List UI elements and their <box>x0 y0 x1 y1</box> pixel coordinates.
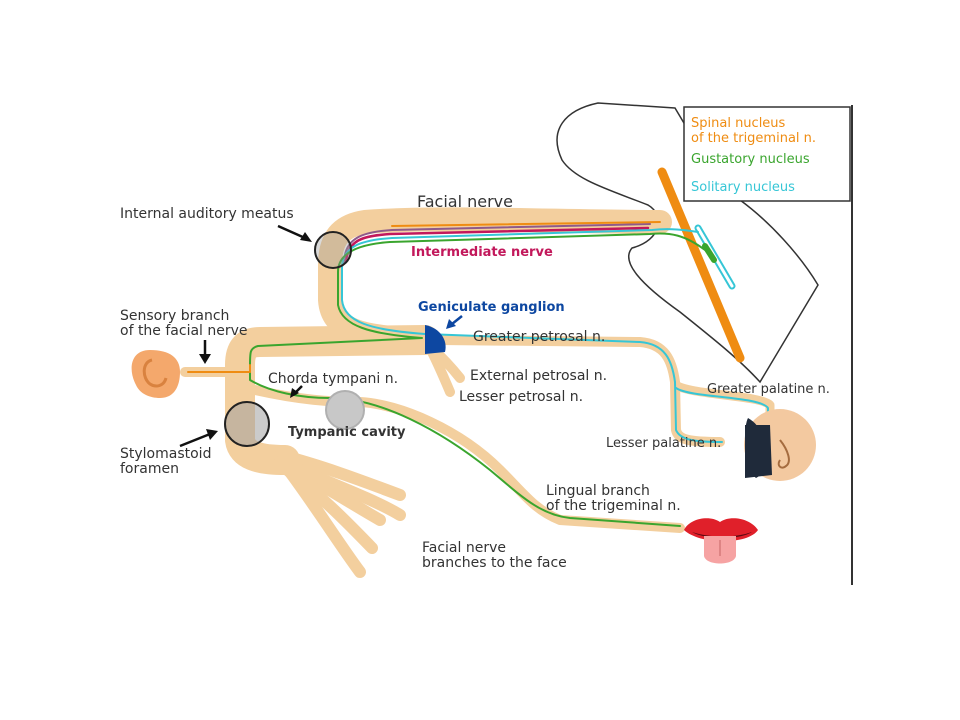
facial-branches <box>274 449 406 578</box>
nose-icon <box>744 409 816 481</box>
tympanic-cavity-circle <box>325 390 365 430</box>
label-internal-auditory-meatus: Internal auditory meatus <box>120 206 294 222</box>
stylomastoid-foramen-circle <box>224 401 270 447</box>
label-chorda-tympani: Chorda tympani n. <box>268 371 398 387</box>
label-sensory-branch-1: Sensory branch <box>120 308 229 324</box>
label-face-branches-2: branches to the face <box>422 555 567 571</box>
legend-spinal-line1: Spinal nucleus <box>691 116 786 131</box>
label-stylomastoid-2: foramen <box>120 461 179 477</box>
label-lingual-2: of the trigeminal n. <box>546 498 681 514</box>
arrows <box>179 224 463 448</box>
legend: Spinal nucleus of the trigeminal n. Gust… <box>683 106 851 202</box>
legend-solitary: Solitary nucleus <box>691 180 795 195</box>
label-external-petrosal: External petrosal n. <box>470 368 607 384</box>
internal-auditory-meatus-circle <box>314 231 352 269</box>
label-greater-petrosal: Greater petrosal n. <box>473 329 605 345</box>
label-facial-nerve: Facial nerve <box>417 192 513 211</box>
label-stylomastoid-1: Stylomastoid <box>120 446 211 462</box>
label-sensory-branch-2: of the facial nerve <box>120 323 248 339</box>
label-face-branches-1: Facial nerve <box>422 540 506 556</box>
trigeminal-spinal-nucleus <box>657 167 745 363</box>
ear-icon <box>131 350 180 398</box>
facial-nerve-trunk <box>225 207 672 475</box>
legend-gustatory: Gustatory nucleus <box>691 152 810 167</box>
label-lesser-petrosal: Lesser petrosal n. <box>459 389 583 405</box>
fiber-lines <box>187 221 769 527</box>
geniculate-ganglion <box>425 325 446 354</box>
label-lingual-1: Lingual branch <box>546 483 650 499</box>
label-greater-palatine: Greater palatine n. <box>707 382 830 397</box>
label-tympanic-cavity: Tympanic cavity <box>288 425 406 440</box>
label-lesser-palatine: Lesser palatine n. <box>606 436 721 451</box>
legend-spinal-line2: of the trigeminal n. <box>691 131 816 146</box>
label-geniculate-ganglion: Geniculate ganglion <box>418 300 565 315</box>
mouth-icon <box>684 518 758 564</box>
label-intermediate-nerve: Intermediate nerve <box>411 245 553 260</box>
gustatory-nucleus <box>702 243 717 263</box>
